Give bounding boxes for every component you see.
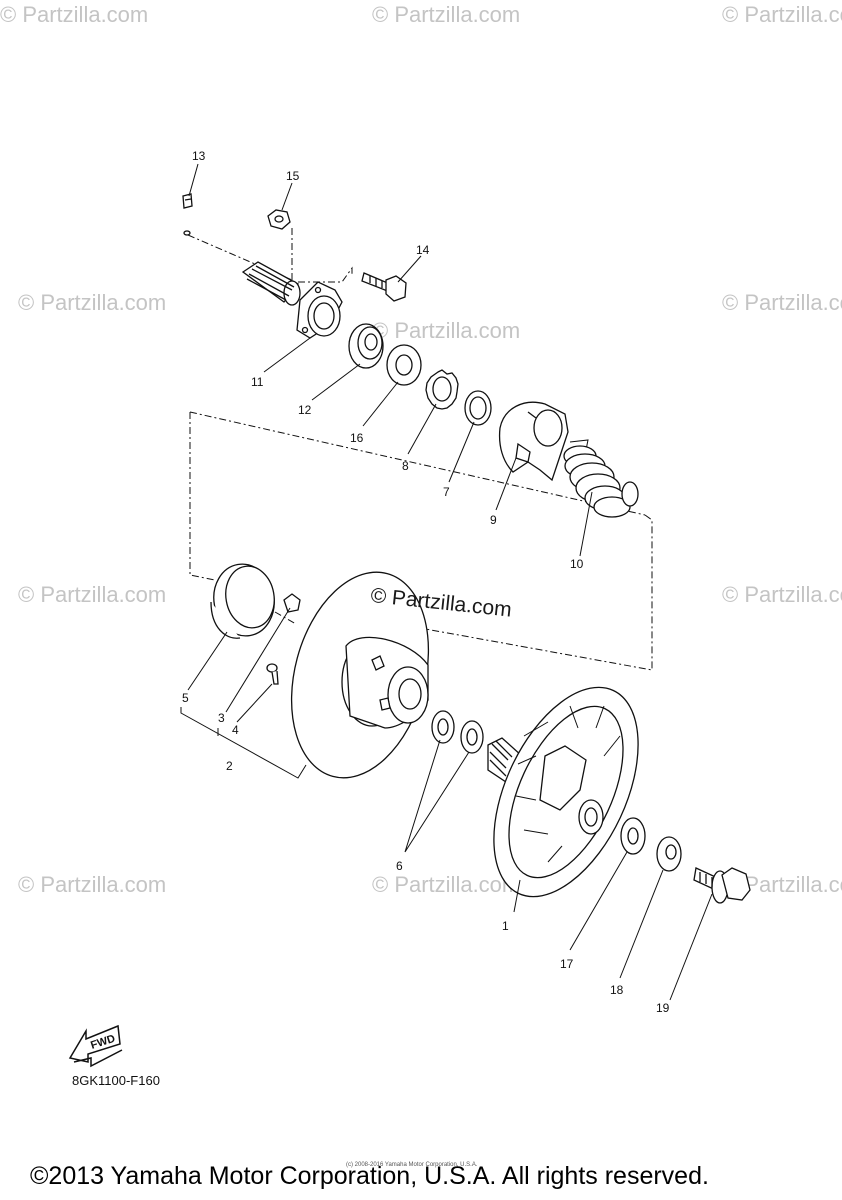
screw-part [266, 663, 279, 685]
plug-part [283, 593, 301, 613]
callout-18: 18 [610, 983, 624, 997]
callout-6: 6 [396, 859, 403, 873]
slotted-washer-part [425, 369, 459, 410]
center-line [189, 412, 216, 581]
callout-2: 2 [226, 759, 233, 773]
callout-8: 8 [402, 459, 409, 473]
callout-16: 16 [350, 431, 364, 445]
callout-3: 3 [218, 711, 225, 725]
spring-washer-part [464, 390, 492, 426]
watermark: © Partzilla.com [722, 2, 842, 27]
nut-part [267, 209, 291, 230]
callout-9: 9 [490, 513, 497, 527]
splined-shaft-part [241, 261, 301, 306]
center-line [274, 611, 297, 625]
copyright-text: ©2013 Yamaha Motor Corporation, U.S.A. A… [30, 1162, 709, 1190]
callout-13: 13 [192, 149, 206, 163]
callout-15: 15 [286, 169, 300, 183]
torque-cam-part [498, 401, 569, 482]
flange-bolt-part [693, 867, 751, 904]
bearing-housing-part [296, 281, 343, 339]
center-line [189, 411, 646, 516]
washer-part [386, 344, 422, 386]
fine-print: (c) 2008-2016 Yamaha Motor Corporation, … [346, 1162, 478, 1168]
sheave-part [290, 571, 430, 779]
coil-spring-part [563, 439, 639, 518]
shim-washer-part [431, 710, 455, 744]
watermark: © Partzilla.com [372, 2, 521, 27]
fwd-arrow-icon: FWD [68, 1024, 123, 1068]
watermark: © Partzilla.com [372, 872, 521, 897]
callout-10: 10 [570, 557, 584, 571]
callout-4: 4 [232, 723, 239, 737]
watermark: © Partzilla.com [18, 582, 167, 607]
washer-part [656, 836, 682, 872]
watermark: © Partzilla.com [722, 582, 842, 607]
watermark: © Partzilla.com [722, 290, 842, 315]
bolt-part [361, 272, 407, 302]
ring-part [210, 563, 275, 639]
center-line [419, 514, 653, 671]
leader-lines [180, 163, 713, 1001]
grease-nipple-part [182, 193, 193, 236]
bearing-part [348, 323, 384, 369]
callout-12: 12 [298, 403, 312, 417]
watermark: © Partzilla.com [18, 290, 167, 315]
callout-1: 1 [502, 919, 509, 933]
washer-part [620, 817, 646, 855]
callout-5: 5 [182, 691, 189, 705]
callout-7: 7 [443, 485, 450, 499]
callout-11: 11 [251, 375, 264, 389]
diagram-code: 8GK1100-F160 [72, 1073, 160, 1088]
watermark: © Partzilla.com [18, 872, 167, 897]
callout-17: 17 [560, 957, 574, 971]
watermark: © Partzilla.com [0, 2, 149, 27]
sheave-part [487, 686, 639, 898]
shim-washer-part [460, 720, 484, 754]
watermark: © Partzilla.com [372, 318, 521, 343]
center-line [291, 228, 353, 283]
callout-14: 14 [416, 243, 430, 257]
callout-19: 19 [656, 1001, 670, 1015]
